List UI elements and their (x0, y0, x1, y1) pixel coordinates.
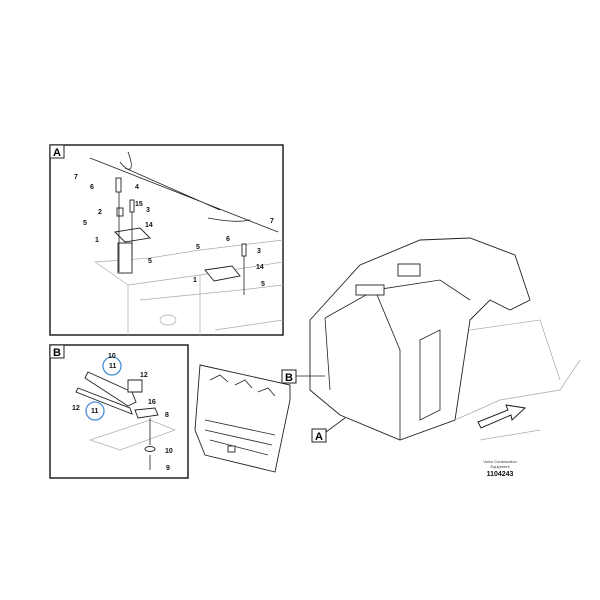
label-9: 9 (166, 465, 170, 472)
detail-panel-a: A (49, 144, 284, 336)
caption: Volvo Construction Equipment 1104243 (483, 459, 516, 478)
label-8: 8 (165, 412, 169, 419)
drawing-number: 1104243 (487, 471, 514, 478)
label-10: 10 (108, 353, 116, 360)
panel-b-labels: 10 11 12 12 16 11 8 10 9 (72, 353, 173, 472)
highlight-circle (102, 356, 122, 376)
label-2: 2 (98, 209, 102, 216)
direction-arrow-icon (477, 404, 527, 429)
label-5: 5 (148, 258, 152, 265)
floor-mat-drawing (194, 364, 291, 473)
svg-text:B: B (285, 372, 293, 384)
label-6: 6 (90, 184, 94, 191)
panel-a-labels: 7 6 4 15 2 3 5 14 1 5 7 6 5 3 14 1 5 (74, 174, 274, 288)
label-5: 5 (196, 244, 200, 251)
label-7: 7 (270, 218, 274, 225)
label-15: 15 (135, 201, 143, 208)
label-5: 5 (261, 281, 265, 288)
panel-a-tag: A (53, 147, 61, 159)
callout-b: B (281, 369, 325, 384)
label-14: 14 (256, 264, 264, 271)
label-12: 12 (72, 405, 80, 412)
detail-panel-b: B (49, 344, 189, 479)
label-11: 11 (91, 408, 99, 415)
label-14: 14 (145, 222, 153, 229)
cab-drawing (309, 237, 581, 441)
panel-b-tag: B (53, 347, 61, 359)
svg-text:A: A (315, 431, 323, 443)
label-5: 5 (83, 220, 87, 227)
company-line-2: Equipment (490, 464, 510, 469)
company-line-1: Volvo Construction (483, 459, 516, 464)
highlight-circle (85, 401, 105, 421)
label-1: 1 (95, 237, 99, 244)
label-11: 11 (109, 363, 117, 370)
label-4: 4 (135, 184, 139, 191)
label-16: 16 (148, 399, 156, 406)
label-10: 10 (165, 448, 173, 455)
label-3: 3 (146, 207, 150, 214)
label-7: 7 (74, 174, 78, 181)
label-12: 12 (140, 372, 148, 379)
callout-a: A (311, 417, 346, 443)
label-3: 3 (257, 248, 261, 255)
label-6: 6 (226, 236, 230, 243)
label-1: 1 (193, 277, 197, 284)
